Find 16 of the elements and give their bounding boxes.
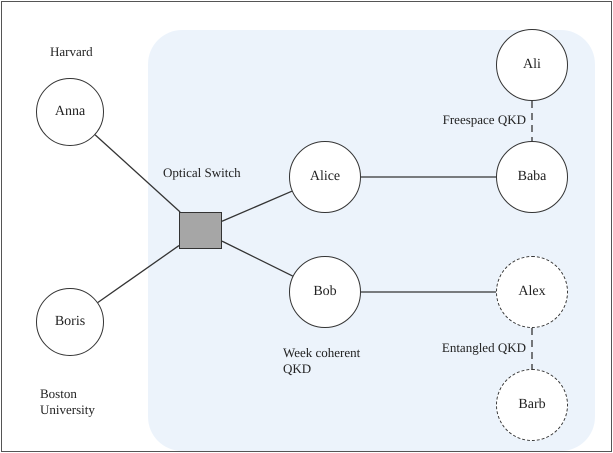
station-name: Ali [523,57,541,73]
edge-label: Freespace QKD [442,112,526,128]
region-background [148,30,595,451]
station-name: Alex [518,284,546,300]
node-caption: Boston University [40,386,96,418]
station-name: Baba [518,169,546,185]
station-name: Anna [54,104,86,120]
station-name: Bob [313,284,337,300]
station-name: Alice [310,169,340,185]
station-name: Boris [54,314,86,330]
edge-label: Entangled QKD [440,340,526,356]
station-name: Barb [518,397,546,413]
node-caption: Optical Switch [163,165,242,181]
node-caption: Harvard [50,44,94,60]
switch-box [179,212,222,249]
node-caption: Week coherent QKD [283,345,362,377]
